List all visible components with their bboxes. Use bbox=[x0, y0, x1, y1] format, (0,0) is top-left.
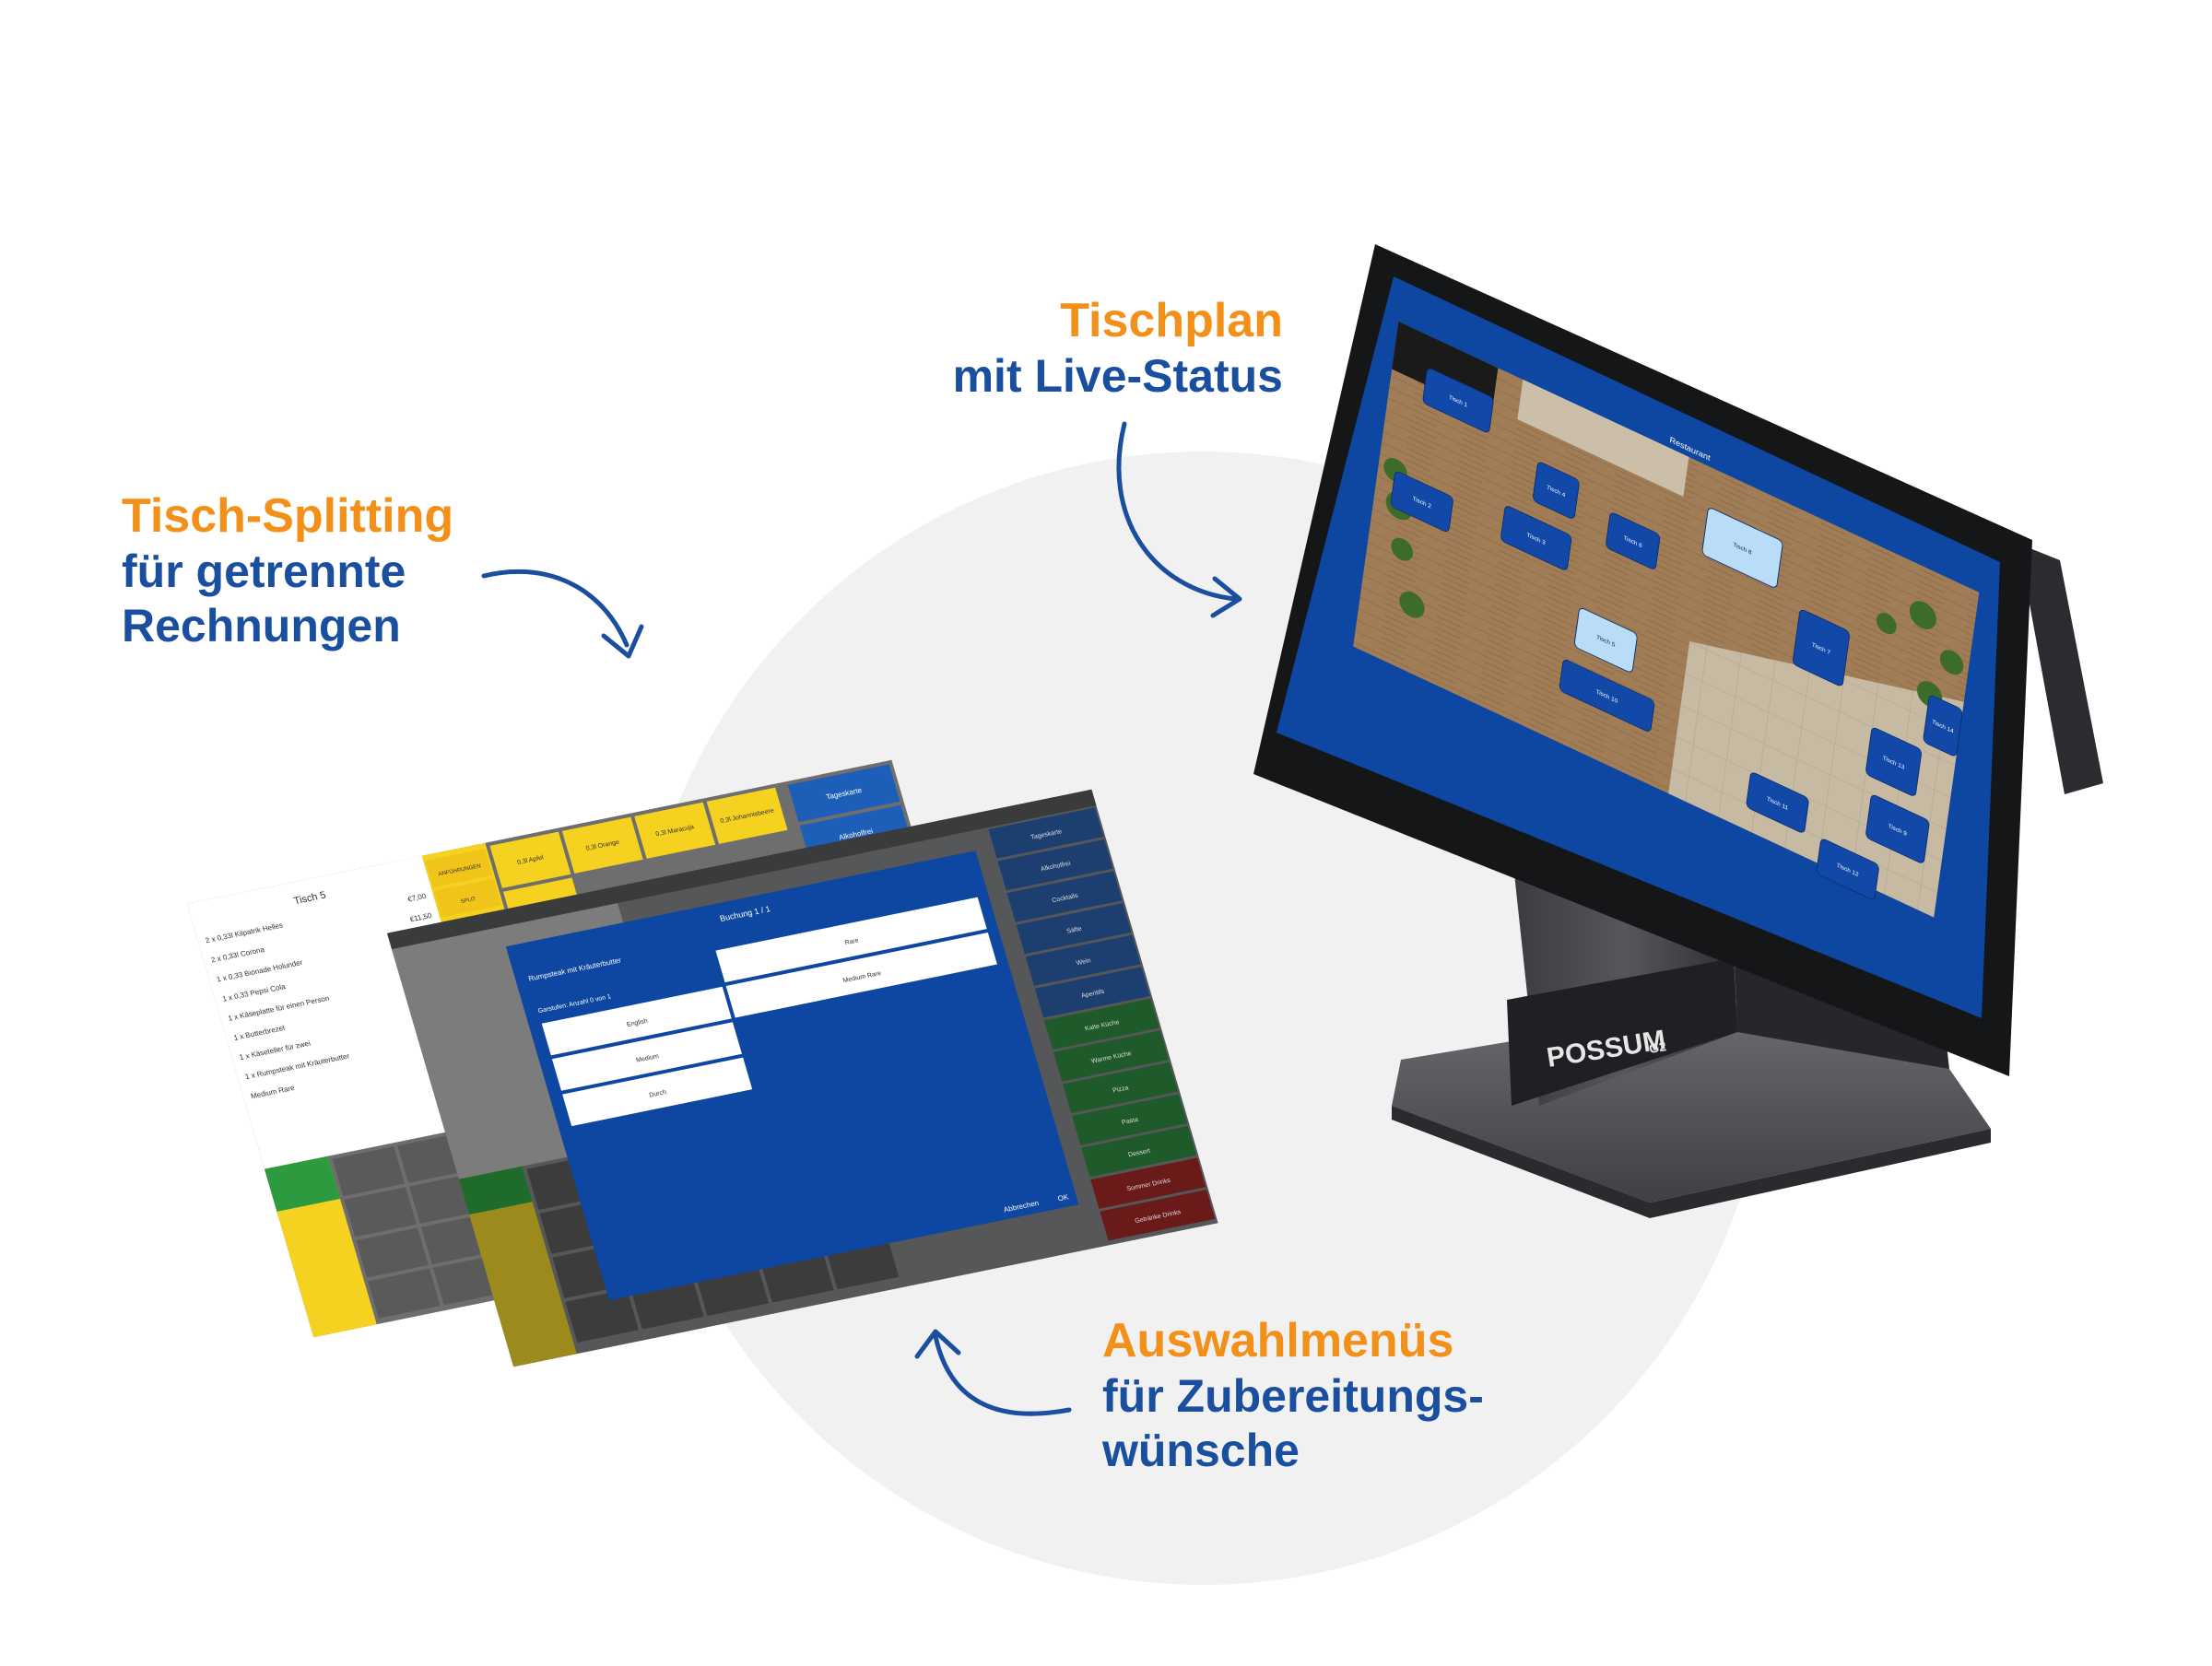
menu-screen: TageskarteAlkoholfreiCocktailsSäfteWeinA… bbox=[387, 789, 1218, 1367]
arrow-plan bbox=[1116, 421, 1238, 602]
keypad-key[interactable] bbox=[368, 1268, 441, 1319]
category-button[interactable] bbox=[1072, 1094, 1188, 1145]
table-tile[interactable] bbox=[1422, 367, 1494, 433]
svg-text:Aperitifs: Aperitifs bbox=[1080, 989, 1105, 1000]
table-tile[interactable] bbox=[1390, 470, 1453, 533]
category-button[interactable] bbox=[1053, 1030, 1169, 1082]
category-button[interactable] bbox=[1025, 934, 1141, 986]
svg-text:Wein: Wein bbox=[1076, 957, 1092, 967]
caption-menus-text: für Zubereitungs- wünsche bbox=[1102, 1370, 1484, 1477]
drink-button[interactable] bbox=[634, 802, 716, 859]
category-button[interactable] bbox=[1016, 903, 1132, 955]
arrow-split bbox=[481, 569, 629, 648]
svg-text:Säfte: Säfte bbox=[1066, 926, 1083, 935]
caption-plan-text: mit Live-Status bbox=[952, 350, 1283, 403]
svg-text:English: English bbox=[626, 1018, 649, 1028]
category-button[interactable] bbox=[997, 839, 1113, 891]
option-button[interactable] bbox=[715, 897, 987, 983]
svg-text:OK: OK bbox=[1057, 1192, 1070, 1203]
caption-plan-title: Tischplan bbox=[1060, 294, 1283, 347]
svg-text:Pizza: Pizza bbox=[1112, 1085, 1130, 1094]
drink-button[interactable] bbox=[489, 831, 571, 888]
table-tile[interactable] bbox=[1923, 694, 1963, 757]
svg-text:Pasta: Pasta bbox=[1121, 1117, 1139, 1126]
category-button[interactable] bbox=[1081, 1126, 1197, 1178]
table-tile[interactable] bbox=[1606, 511, 1661, 570]
category-button[interactable] bbox=[1043, 998, 1159, 1050]
option-button[interactable] bbox=[551, 1022, 743, 1091]
svg-text:Medium: Medium bbox=[635, 1053, 660, 1064]
table-tile[interactable] bbox=[1865, 793, 1930, 864]
caption-plan: Tischplan mit Live-Status bbox=[953, 293, 1283, 404]
arrow-menus bbox=[933, 1333, 1072, 1416]
table-tile[interactable] bbox=[1559, 659, 1655, 733]
keypad-key[interactable] bbox=[356, 1227, 429, 1278]
table-tile[interactable] bbox=[1816, 838, 1879, 900]
caption-split: Tisch-Splitting für getrennte Rechnungen bbox=[122, 488, 453, 653]
category-button[interactable] bbox=[988, 807, 1104, 859]
option-button[interactable] bbox=[725, 933, 997, 1018]
action-button[interactable] bbox=[425, 848, 493, 887]
keypad-key[interactable] bbox=[344, 1187, 417, 1238]
caption-menus: Auswahlmenüs für Zubereitungs- wünsche bbox=[1102, 1313, 1484, 1478]
svg-text:SPLIT: SPLIT bbox=[460, 897, 477, 905]
table-tile[interactable] bbox=[1793, 608, 1850, 686]
category-button[interactable] bbox=[1100, 1190, 1216, 1241]
table-tile[interactable] bbox=[1865, 726, 1922, 797]
keypad-key[interactable] bbox=[332, 1146, 406, 1197]
option-button[interactable] bbox=[562, 1057, 753, 1127]
svg-text:Dessert: Dessert bbox=[1127, 1148, 1151, 1159]
category-button[interactable] bbox=[1006, 871, 1123, 922]
table-tile[interactable] bbox=[1701, 507, 1783, 589]
drink-button[interactable] bbox=[706, 787, 788, 844]
svg-text:G2: G2 bbox=[1648, 1038, 1667, 1056]
caption-split-text: für getrennte Rechnungen bbox=[122, 546, 406, 652]
caption-menus-title: Auswahlmenüs bbox=[1102, 1314, 1454, 1367]
option-button[interactable] bbox=[541, 986, 732, 1056]
category-button[interactable] bbox=[1090, 1157, 1206, 1209]
drink-button[interactable] bbox=[561, 816, 643, 874]
caption-split-title: Tisch-Splitting bbox=[122, 489, 454, 543]
pos-terminal: POSSUM G2 Restaurant bbox=[1253, 244, 2103, 1218]
keypad-key[interactable] bbox=[565, 1289, 640, 1343]
table-tile[interactable] bbox=[1500, 505, 1572, 571]
receipt-price: €7,00 bbox=[406, 892, 428, 904]
category-button[interactable] bbox=[1034, 967, 1150, 1018]
category-button[interactable] bbox=[787, 764, 900, 823]
table-tile[interactable] bbox=[1574, 607, 1638, 674]
table-tile[interactable] bbox=[1746, 771, 1809, 834]
action-button[interactable] bbox=[433, 878, 502, 918]
svg-text:Rare: Rare bbox=[844, 937, 860, 946]
category-button[interactable] bbox=[1063, 1062, 1178, 1114]
svg-text:Durch: Durch bbox=[649, 1089, 667, 1098]
table-tile[interactable] bbox=[1533, 461, 1580, 520]
